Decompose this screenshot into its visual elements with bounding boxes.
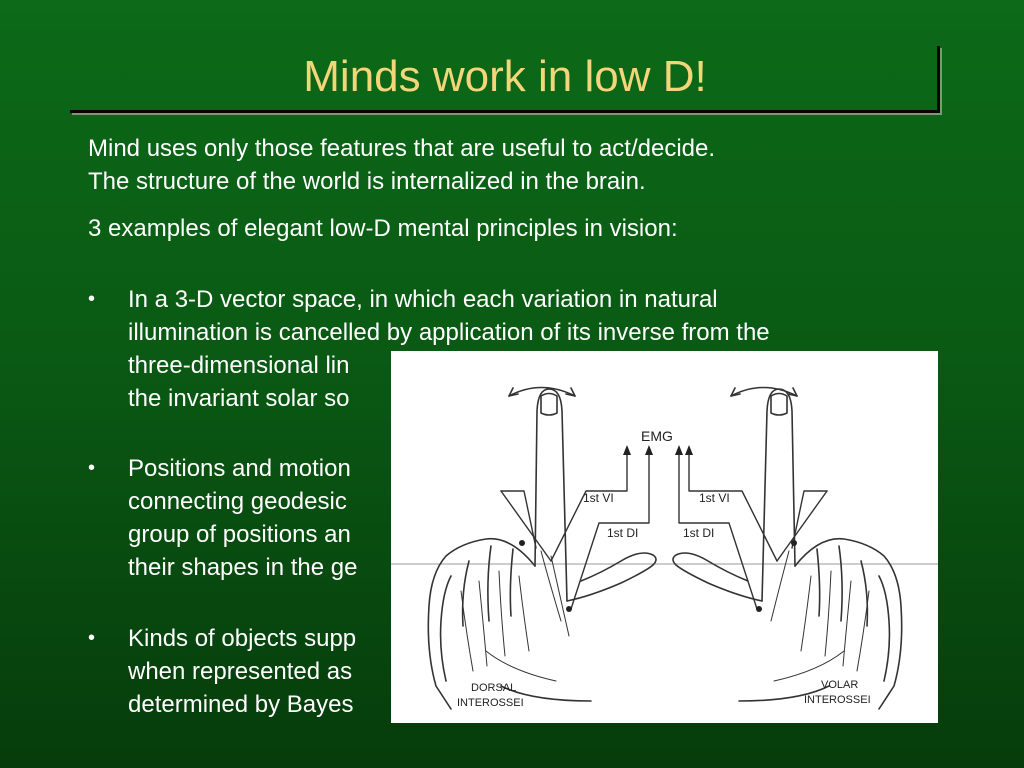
bullet-1-line-2: illumination is cancelled by application… xyxy=(128,319,770,346)
left-di-label: 1st DI xyxy=(607,526,638,540)
bullet-2-line-3: group of positions an xyxy=(128,521,351,548)
bullet-3-line-1: Kinds of objects supp xyxy=(128,625,357,652)
left-vi-label: 1st VI xyxy=(583,491,614,505)
dorsal-caption-line2: INTEROSSEI xyxy=(457,697,524,709)
title-rule-cap xyxy=(937,46,940,113)
bullet-1-line-3: three-dimensional lin xyxy=(128,352,350,379)
right-rotation-arrow xyxy=(730,386,798,397)
title-rule xyxy=(70,110,940,113)
bullet-2-line-1: Positions and motion xyxy=(128,455,351,482)
bullet-2-line-4: their shapes in the ge xyxy=(128,554,358,581)
right-hand xyxy=(672,388,903,710)
bullet-1-line-1: In a 3-D vector space, in which each var… xyxy=(128,286,718,313)
bullet-3-line-2: when represented as xyxy=(128,658,353,685)
bullet-1-line-4: the invariant solar so xyxy=(128,385,350,412)
right-di-label: 1st DI xyxy=(683,526,714,540)
title-rule-shadow xyxy=(72,113,942,115)
bullet-3-line-3: determined by Bayes xyxy=(128,691,354,718)
hands-emg-figure: EMG 1st VI 1st VI 1st DI 1st DI DORSAL I… xyxy=(391,351,938,723)
slide-title: Minds work in low D! xyxy=(303,52,707,101)
bullet-dot: • xyxy=(88,288,96,310)
examples-heading: 3 examples of elegant low-D mental princ… xyxy=(88,215,678,242)
bullet-dot: • xyxy=(88,457,96,479)
bullet-2-line-2: connecting geodesic xyxy=(128,488,347,515)
bullet-1: • In a 3-D vector space, in which each v… xyxy=(88,283,908,415)
intro-paragraph: Mind uses only those features that are u… xyxy=(88,132,715,198)
volar-caption-line1: VOLAR xyxy=(821,679,858,691)
intro-line-2: The structure of the world is internaliz… xyxy=(88,168,646,195)
bullet-dot: • xyxy=(88,627,96,649)
intro-line-1: Mind uses only those features that are u… xyxy=(88,135,716,162)
dorsal-caption-line1: DORSAL xyxy=(471,682,516,694)
bullet-3: • Kinds of objects supp when represented… xyxy=(88,622,908,721)
bullet-2: • Positions and motion connecting geodes… xyxy=(88,452,908,584)
left-rotation-arrow xyxy=(508,386,576,397)
left-hand xyxy=(427,388,657,710)
emg-label: EMG xyxy=(641,428,673,444)
right-vi-label: 1st VI xyxy=(699,491,730,505)
volar-caption-line2: INTEROSSEI xyxy=(804,694,871,706)
hands-emg-illustration: EMG 1st VI 1st VI 1st DI 1st DI DORSAL I… xyxy=(391,386,938,710)
title-rule-cap-shadow xyxy=(940,48,942,115)
